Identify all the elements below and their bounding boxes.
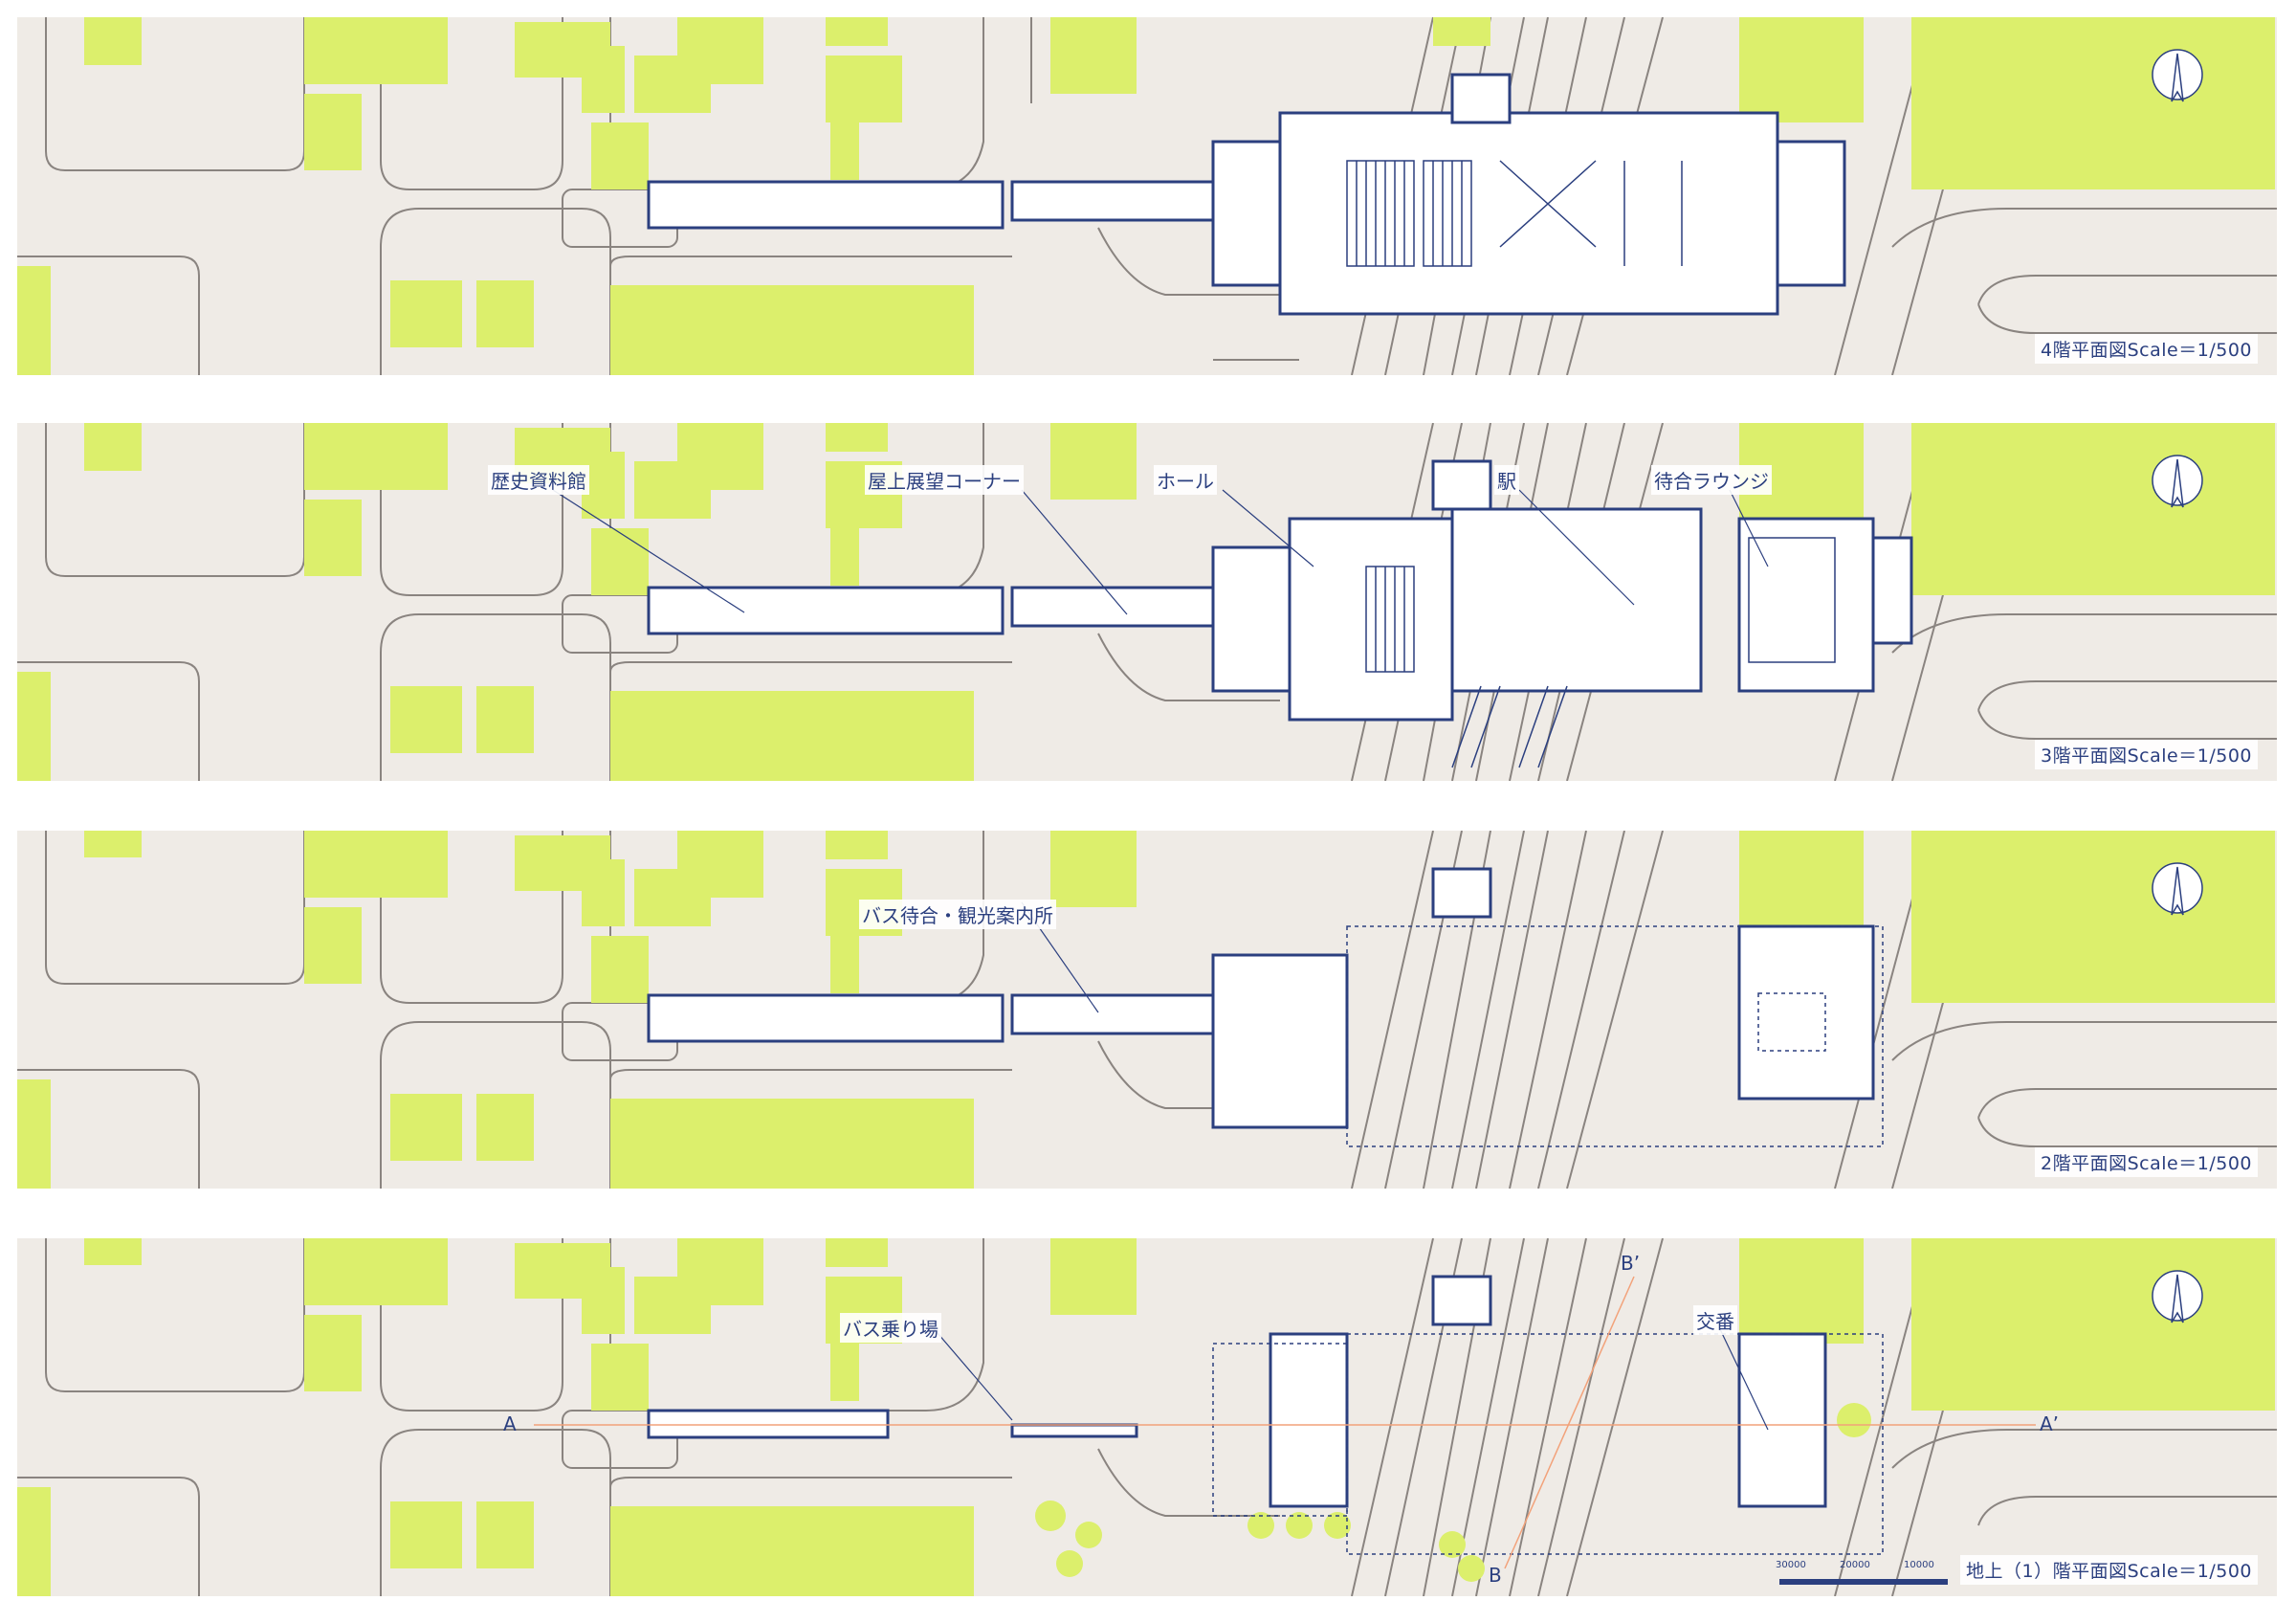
floor-plan-4f: 4階平面図Scale＝1/500 <box>17 17 2277 375</box>
annotation-police-box: 交番 <box>1693 1305 1737 1335</box>
annotation-bus-stop: バス乗り場 <box>840 1313 941 1343</box>
bar-scale-graphic <box>1779 1579 1948 1585</box>
floor-plan-3f-drawing <box>17 423 2277 781</box>
section-mark-b: B <box>1489 1564 1502 1587</box>
plan-details <box>1346 925 1884 1147</box>
building-plan <box>647 73 1846 316</box>
plan-details <box>1346 160 1683 267</box>
scale-label-2f: 2階平面図Scale＝1/500 <box>2035 1147 2258 1177</box>
bar-scale: 30000 20000 10000 0 <box>1776 1560 1974 1570</box>
floor-plan-1f: バス乗り場 交番 A A’ B B’ 30000 20000 10000 0 地… <box>17 1238 2277 1596</box>
section-mark-a-prime: A’ <box>2040 1412 2060 1435</box>
building-plan <box>647 1275 1827 1508</box>
floor-plan-1f-drawing <box>17 1238 2277 1596</box>
bar-scale-tick: 10000 <box>1904 1560 1934 1570</box>
annotation-rooftop-deck: 屋上展望コーナー <box>865 465 1024 495</box>
north-arrow-icon <box>2152 49 2203 102</box>
annotation-hall: ホール <box>1154 465 1217 495</box>
annotation-history-museum: 歴史資料館 <box>488 465 589 495</box>
section-mark-b-prime: B’ <box>1621 1252 1641 1275</box>
greenery <box>17 423 2275 781</box>
bar-scale-tick: 20000 <box>1840 1560 1870 1570</box>
section-mark-a: A <box>503 1412 517 1435</box>
scale-label-3f: 3階平面図Scale＝1/500 <box>2035 740 2258 769</box>
annotation-bus-waiting-tourist-info: バス待合・観光案内所 <box>859 900 1056 929</box>
floor-plan-4f-drawing <box>17 17 2277 375</box>
building-plan <box>647 459 1913 722</box>
floor-plan-2f-drawing <box>17 831 2277 1189</box>
building-plan <box>647 867 1875 1129</box>
greenery <box>17 1238 2275 1596</box>
greenery <box>17 17 2275 375</box>
plan-details <box>1212 1333 1884 1555</box>
annotation-station: 駅 <box>1494 465 1519 495</box>
bar-scale-tick: 30000 <box>1776 1560 1806 1570</box>
floor-plan-3f: 歴史資料館 屋上展望コーナー ホール 駅 待合ラウンジ 3階平面図Scale＝1… <box>17 423 2277 781</box>
annotation-leaders <box>552 489 1769 615</box>
floor-plan-2f: バス待合・観光案内所 2階平面図Scale＝1/500 <box>17 831 2277 1189</box>
scale-label-1f: 地上（1）階平面図Scale＝1/500 <box>1960 1555 2258 1585</box>
north-arrow-icon <box>2152 1270 2203 1323</box>
north-arrow-icon <box>2152 455 2203 508</box>
annotation-waiting-lounge: 待合ラウンジ <box>1651 465 1772 495</box>
section-lines <box>534 1276 2036 1569</box>
north-arrow-icon <box>2152 862 2203 916</box>
plan-details <box>1365 537 1836 768</box>
scale-label-4f: 4階平面図Scale＝1/500 <box>2035 334 2258 364</box>
